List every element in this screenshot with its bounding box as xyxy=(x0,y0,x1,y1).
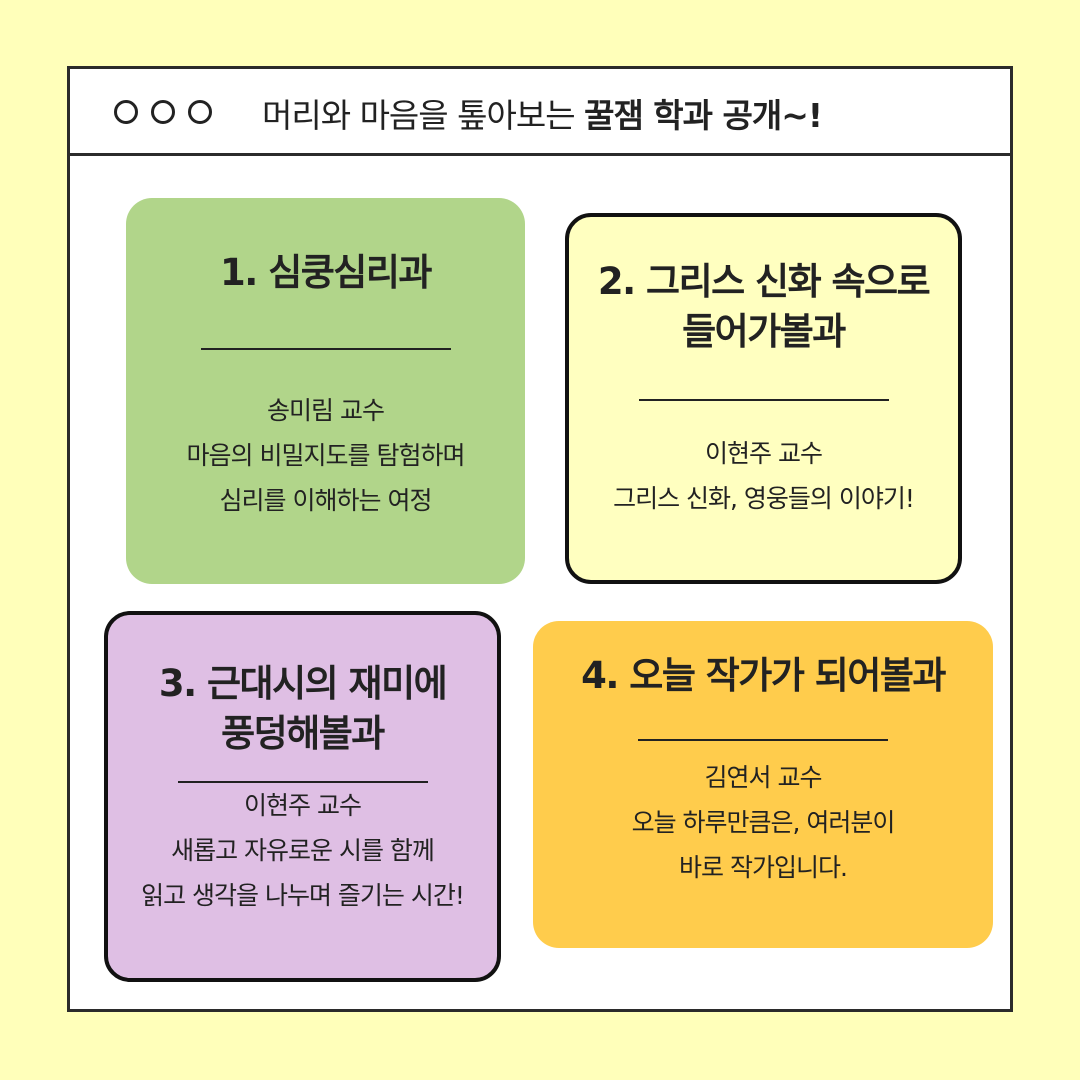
title-bold: 꿀잼 학과 공개~! xyxy=(584,96,823,135)
card-writer: 4. 오늘 작가가 되어볼과 김연서 교수 오늘 하루만큼은, 여러분이 바로 … xyxy=(533,621,993,948)
description: 오늘 하루만큼은, 여러분이 xyxy=(631,808,896,837)
card-title: 풍덩해볼과 xyxy=(221,712,385,755)
description: 심리를 이해하는 여정 xyxy=(219,486,433,515)
window-dot-icon xyxy=(151,100,175,124)
divider xyxy=(638,739,888,741)
title-regular: 머리와 마음을 톺아보는 xyxy=(262,96,585,135)
card-modern-poetry: 3. 근대시의 재미에 풍덩해볼과 이현주 교수 새롭고 자유로운 시를 함께 … xyxy=(104,611,501,982)
description: 그리스 신화, 영웅들의 이야기! xyxy=(613,484,915,513)
card-title: 2. 그리스 신화 속으로 xyxy=(597,260,931,303)
card-greek-myth: 2. 그리스 신화 속으로 들어가볼과 이현주 교수 그리스 신화, 영웅들의 … xyxy=(565,213,962,584)
card-title: 1. 심쿵심리과 xyxy=(220,251,432,294)
window-dot-icon xyxy=(188,100,212,124)
description: 새롭고 자유로운 시를 함께 xyxy=(171,836,435,865)
description: 읽고 생각을 나누며 즐기는 시간! xyxy=(141,881,465,910)
divider xyxy=(638,399,889,401)
description: 마음의 비밀지도를 탐험하며 xyxy=(186,441,466,470)
professor: 김연서 교수 xyxy=(704,763,823,792)
professor: 이현주 교수 xyxy=(244,791,362,820)
window-title-bar: 머리와 마음을 톺아보는 꿀잼 학과 공개~! xyxy=(70,69,1010,156)
professor: 이현주 교수 xyxy=(705,439,823,468)
window-dot-icon xyxy=(114,100,138,124)
divider xyxy=(200,348,451,350)
description: 바로 작가입니다. xyxy=(679,853,848,882)
card-psychology: 1. 심쿵심리과 송미림 교수 마음의 비밀지도를 탐험하며 심리를 이해하는 … xyxy=(126,198,525,584)
divider xyxy=(177,781,428,783)
card-title: 3. 근대시의 재미에 xyxy=(158,662,448,705)
professor: 송미림 교수 xyxy=(267,396,385,425)
card-title: 들어가볼과 xyxy=(682,310,846,353)
page-title: 머리와 마음을 톺아보는 꿀잼 학과 공개~! xyxy=(262,89,823,137)
card-title: 4. 오늘 작가가 되어볼과 xyxy=(581,654,946,697)
